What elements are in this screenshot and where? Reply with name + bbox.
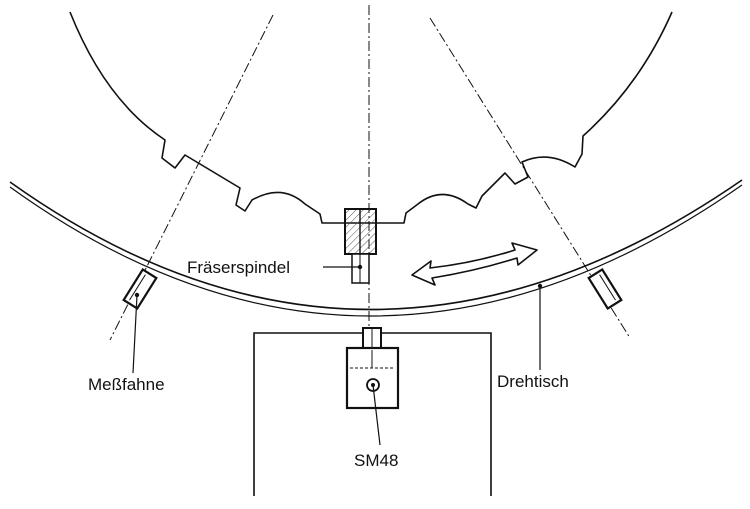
label-spindle: Fräserspindel — [187, 258, 290, 277]
rotary-table-edge-inner — [9, 184, 743, 317]
rotary-table-edge-outer — [9, 179, 743, 311]
flag-leader — [132, 294, 138, 374]
label-sensor: SM48 — [354, 451, 399, 470]
sensor-leader — [372, 384, 381, 446]
label-rotary-table: Drehtisch — [497, 372, 569, 391]
spindle-leader-dot — [357, 264, 363, 270]
rotation-arrow — [411, 242, 538, 286]
measuring-flag-right — [587, 267, 623, 311]
measuring-flag-left — [122, 267, 158, 311]
workpiece-outline — [69, 11, 673, 224]
label-measuring-flag: Meßfahne — [88, 375, 165, 394]
